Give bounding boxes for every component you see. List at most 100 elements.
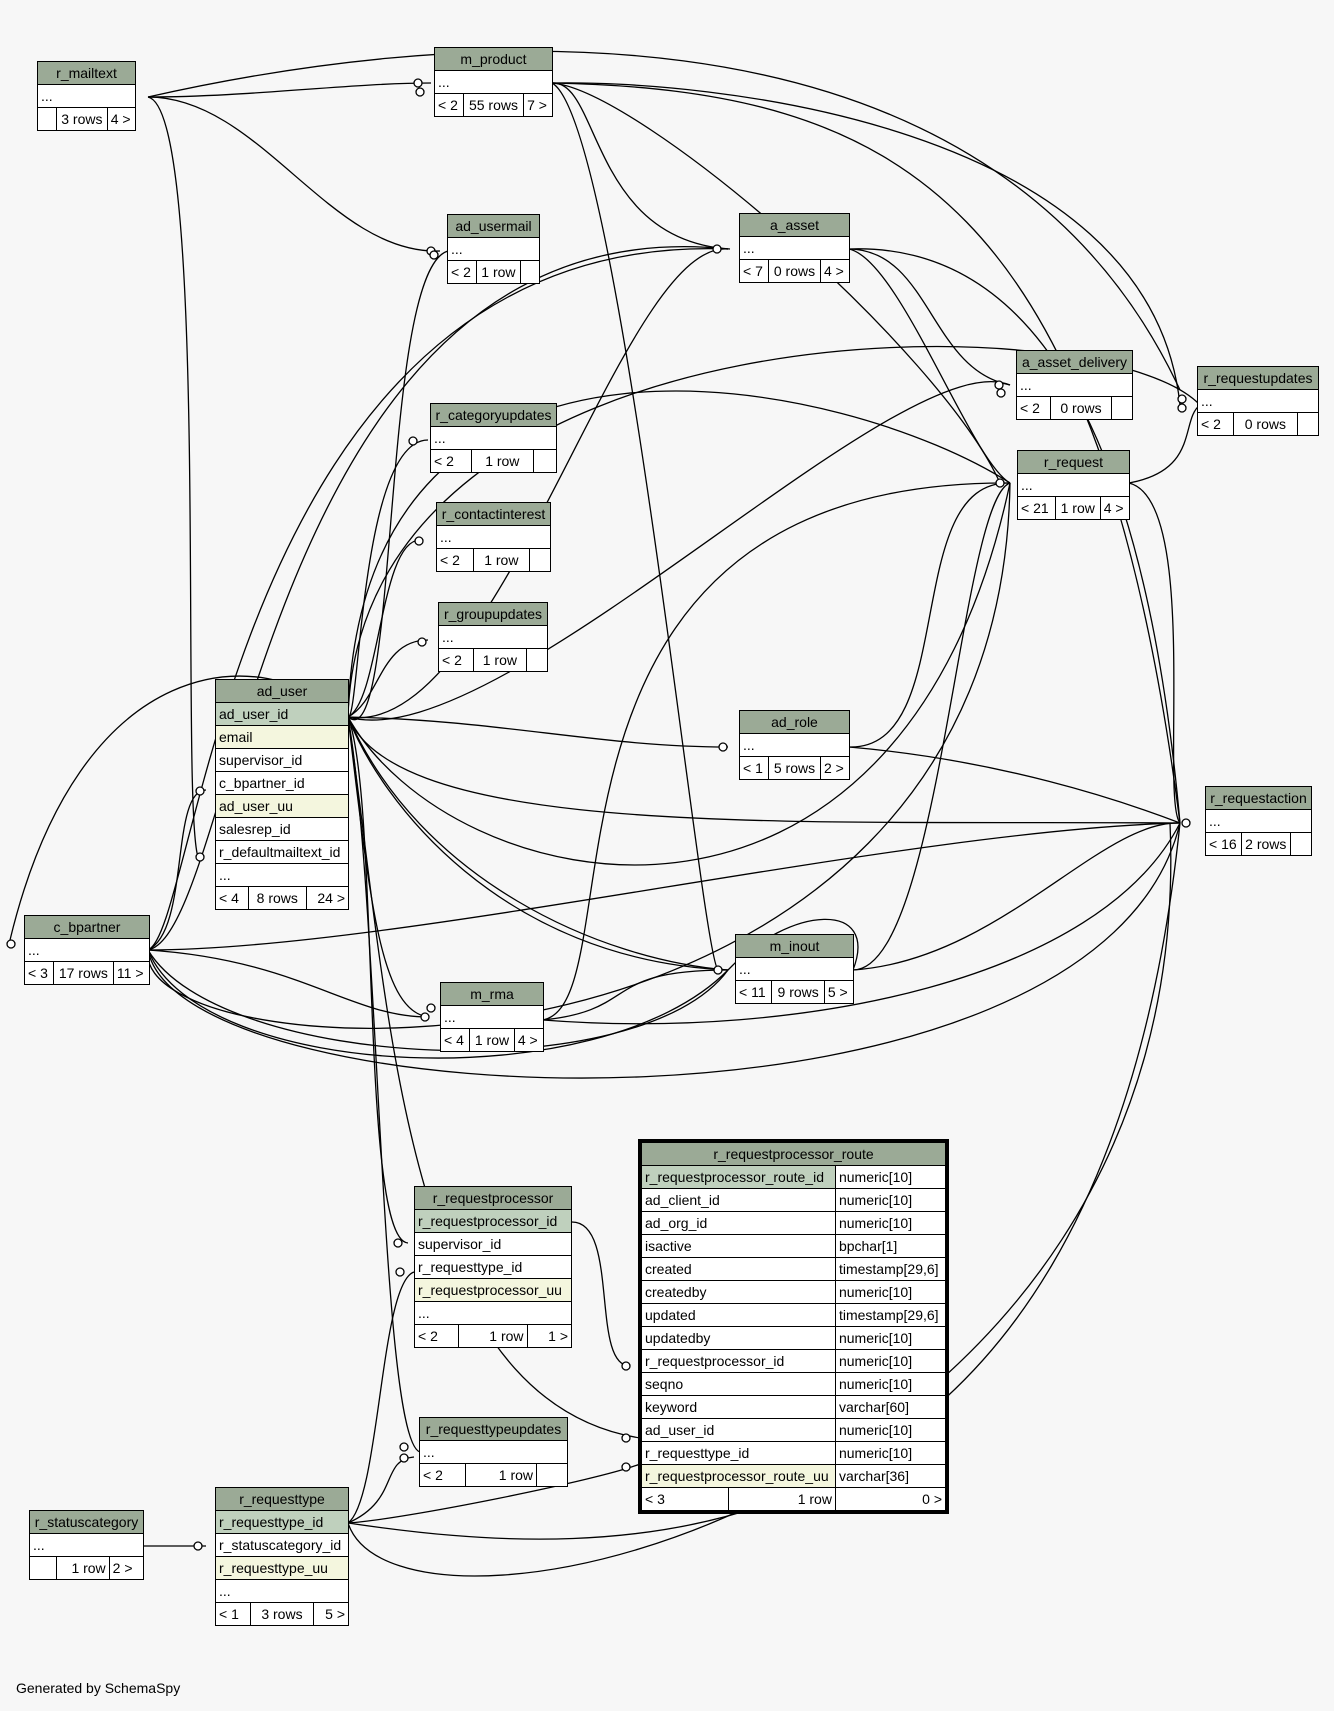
fk-marker	[408, 436, 418, 446]
row-count: 3 rows	[250, 1602, 314, 1626]
table-r_requestupdates[interactable]: r_requestupdates ... < 2 0 rows	[1197, 366, 1319, 436]
column-type: numeric[10]	[834, 1280, 948, 1304]
table-title[interactable]: r_requestaction	[1205, 786, 1312, 810]
table-r_contactinterest[interactable]: r_contactinterest ... < 2 1 row	[436, 502, 551, 572]
children-count: 2 >	[820, 756, 850, 780]
table-title[interactable]: m_rma	[440, 982, 544, 1006]
column-row: ...	[438, 625, 548, 649]
fk-line	[347, 1463, 641, 1524]
column-row: ...	[29, 1533, 144, 1557]
parents-count: < 2	[1197, 412, 1234, 436]
fk-marker	[994, 380, 1004, 390]
column-name: r_requestprocessor_route_id	[639, 1165, 836, 1189]
table-title[interactable]: r_request	[1017, 450, 1130, 474]
fk-marker	[393, 1238, 403, 1248]
column-type: numeric[10]	[834, 1211, 948, 1235]
children-count: 24 >	[305, 886, 350, 910]
table-title[interactable]: ad_user	[215, 679, 349, 703]
column-name: createdby	[639, 1280, 836, 1304]
table-title[interactable]: r_requestprocessor_route	[639, 1140, 948, 1166]
table-title[interactable]: r_requestupdates	[1197, 366, 1319, 390]
row-count: 55 rows	[462, 93, 525, 117]
table-r_mailtext[interactable]: r_mailtext ... 3 rows 4 >	[37, 61, 137, 131]
fk-marker	[193, 1541, 203, 1551]
table-c_bpartner[interactable]: c_bpartner ... < 3 17 rows 11 >	[24, 915, 151, 985]
parents-count: < 7	[739, 259, 769, 283]
column-type: numeric[10]	[834, 1372, 948, 1396]
table-title[interactable]: r_requesttype	[215, 1487, 349, 1511]
table-title[interactable]: a_asset_delivery	[1016, 350, 1133, 374]
table-a_asset_delivery[interactable]: a_asset_delivery ... < 2 0 rows	[1016, 350, 1133, 420]
table-r_groupupdates[interactable]: r_groupupdates ... < 2 1 row	[438, 602, 548, 672]
table-title[interactable]: ad_usermail	[447, 214, 540, 238]
column-row: ...	[1197, 389, 1319, 413]
fk-line	[347, 1456, 415, 1524]
table-title[interactable]: ad_role	[739, 710, 850, 734]
table-title[interactable]: r_mailtext	[37, 61, 136, 85]
fk-marker	[621, 1433, 631, 1443]
table-r_requesttypeupdates[interactable]: r_requesttypeupdates ... < 2 1 row	[418, 1417, 568, 1487]
children-count: 1 >	[526, 1324, 573, 1348]
table-m_rma[interactable]: m_rma ... < 4 1 row 4 >	[439, 982, 545, 1052]
table-r_request[interactable]: r_request ... < 21 1 row 4 >	[1017, 450, 1131, 520]
table-title[interactable]: a_asset	[739, 213, 850, 237]
table-r_statuscategory[interactable]: r_statuscategory ... 1 row 2 >	[29, 1510, 145, 1580]
table-a_asset[interactable]: a_asset ... < 7 0 rows 4 >	[739, 213, 850, 283]
table-m_product[interactable]: m_product ... < 2 55 rows 7 >	[434, 47, 553, 117]
fk-line	[147, 96, 199, 858]
column-row: ...	[430, 426, 557, 450]
table-title[interactable]: r_requestprocessor	[414, 1186, 572, 1210]
row-count: 0 rows	[1232, 412, 1299, 436]
fk-marker	[1177, 403, 1187, 413]
column-type: numeric[10]	[834, 1349, 948, 1373]
table-title[interactable]: r_requesttypeupdates	[419, 1417, 568, 1441]
fk-marker	[413, 78, 423, 88]
row-count: 1 row	[475, 260, 522, 284]
column-name: r_requestprocessor_route_uu	[639, 1464, 836, 1488]
table-title[interactable]: m_product	[434, 47, 553, 71]
fk-line	[147, 82, 432, 98]
fk-line	[347, 1271, 415, 1524]
parents-count	[37, 107, 57, 131]
fk-line	[542, 822, 1181, 1025]
fk-line	[347, 439, 429, 718]
children-count	[529, 548, 551, 572]
table-title[interactable]: r_contactinterest	[436, 502, 551, 526]
row-count: 1 row	[472, 548, 531, 572]
children-count: 0 >	[834, 1487, 948, 1513]
fk-marker	[414, 536, 424, 546]
column-row: ...	[440, 1005, 544, 1029]
fk-line	[848, 746, 1181, 824]
table-ad_usermail[interactable]: ad_usermail ... < 2 1 row	[447, 214, 540, 284]
children-count	[533, 449, 557, 473]
table-r_categoryupdates[interactable]: r_categoryupdates ... < 2 1 row	[430, 403, 557, 473]
table-title[interactable]: c_bpartner	[24, 915, 150, 939]
fk-line	[551, 82, 1181, 406]
column-row: ...	[37, 84, 136, 108]
fk-line	[1128, 404, 1201, 484]
fk-line	[347, 248, 729, 719]
fk-line	[542, 969, 729, 1021]
table-title[interactable]: r_groupupdates	[438, 602, 548, 626]
table-title[interactable]: m_inout	[735, 934, 854, 958]
table-ad_user[interactable]: ad_user ad_user_id email supervisor_id c…	[215, 679, 350, 910]
fk-line	[147, 949, 729, 1052]
fk-line	[347, 639, 429, 718]
column-row: ad_user_uu	[215, 794, 349, 818]
row-count: 2 rows	[1240, 832, 1292, 856]
fk-line	[147, 789, 207, 951]
column-row: r_requestprocessor_uu	[414, 1278, 572, 1302]
column-row: ...	[739, 733, 850, 757]
table-r_requesttype[interactable]: r_requesttype r_requesttype_id r_statusc…	[214, 1487, 350, 1626]
fk-line	[347, 539, 421, 718]
table-title[interactable]: r_statuscategory	[29, 1510, 144, 1534]
column-row: r_requesttype_uu	[215, 1556, 349, 1580]
row-count: 17 rows	[52, 961, 114, 985]
table-m_inout[interactable]: m_inout ... < 11 9 rows 5 >	[734, 934, 855, 1004]
column-type: varchar[36]	[834, 1464, 948, 1488]
table-r_requestprocessor[interactable]: r_requestprocessor r_requestprocessor_id…	[413, 1186, 573, 1348]
table-r_requestprocessor_route[interactable]: r_requestprocessor_route r_requestproces…	[638, 1139, 949, 1514]
table-r_requestaction[interactable]: r_requestaction ... < 16 2 rows	[1205, 786, 1312, 856]
table-ad_role[interactable]: ad_role ... < 1 5 rows 2 >	[739, 710, 850, 780]
table-title[interactable]: r_categoryupdates	[430, 403, 557, 427]
